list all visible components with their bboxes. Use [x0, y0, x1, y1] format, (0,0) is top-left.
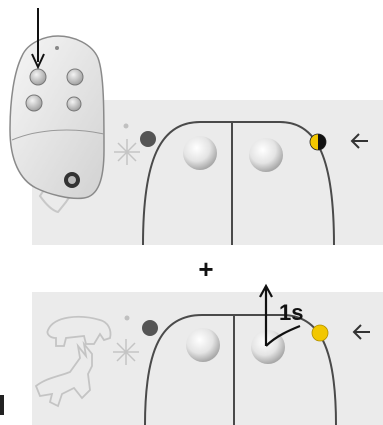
remote-control [9, 8, 105, 200]
right-button [249, 138, 283, 172]
left-button [183, 136, 217, 170]
step2-panel: 1s [32, 283, 383, 425]
bison-icon [46, 315, 112, 347]
cropped-remote-edge [0, 395, 4, 415]
remote-body [9, 35, 105, 200]
back-arrow-icon [352, 324, 370, 340]
press-arrow-head [31, 53, 45, 70]
deer-icon [34, 340, 93, 408]
remote-keyring-hole [64, 172, 80, 188]
hold-duration-label: 1s [279, 300, 303, 325]
sun-icon [113, 339, 139, 365]
remote-button-4 [66, 96, 82, 112]
back-arrow-icon [350, 133, 368, 149]
remote-led [55, 46, 59, 50]
center-divider [222, 121, 244, 245]
left-led [142, 320, 158, 336]
plus-sign: + [198, 254, 213, 284]
center-divider [224, 314, 246, 425]
remote-button-2 [66, 68, 84, 86]
small-dot [123, 123, 129, 129]
left-button [186, 328, 220, 362]
remote-button-3 [25, 94, 43, 112]
hold-pointer [259, 283, 301, 347]
small-dot [124, 315, 130, 321]
sun-icon [114, 139, 140, 165]
left-led [140, 131, 156, 147]
right-led-half [309, 133, 327, 151]
right-led-yellow [311, 324, 329, 342]
remote-seam [11, 129, 105, 141]
remote-button-1 [29, 68, 47, 86]
